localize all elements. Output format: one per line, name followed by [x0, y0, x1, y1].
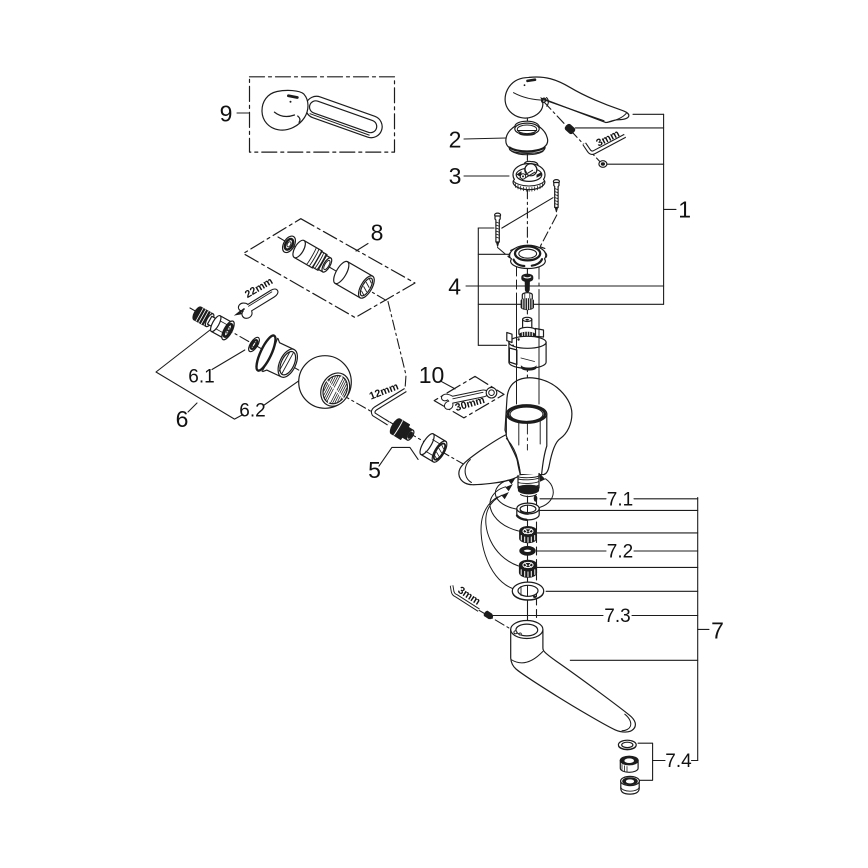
svg-text:1: 1 — [678, 196, 691, 222]
svg-text:2: 2 — [449, 127, 462, 153]
svg-text:7.3: 7.3 — [604, 606, 630, 627]
svg-text:10: 10 — [419, 362, 445, 388]
svg-text:6.1: 6.1 — [188, 367, 214, 388]
svg-text:7.4: 7.4 — [665, 751, 692, 772]
svg-text:4: 4 — [448, 274, 461, 300]
svg-text:9: 9 — [220, 101, 233, 127]
svg-text:5: 5 — [368, 457, 381, 483]
svg-text:7: 7 — [711, 618, 724, 644]
svg-text:3: 3 — [449, 163, 462, 189]
svg-text:6: 6 — [176, 406, 189, 432]
svg-text:8: 8 — [371, 220, 384, 246]
svg-text:7.1: 7.1 — [607, 489, 633, 510]
svg-text:7.2: 7.2 — [607, 542, 633, 563]
svg-text:6.2: 6.2 — [239, 401, 265, 422]
